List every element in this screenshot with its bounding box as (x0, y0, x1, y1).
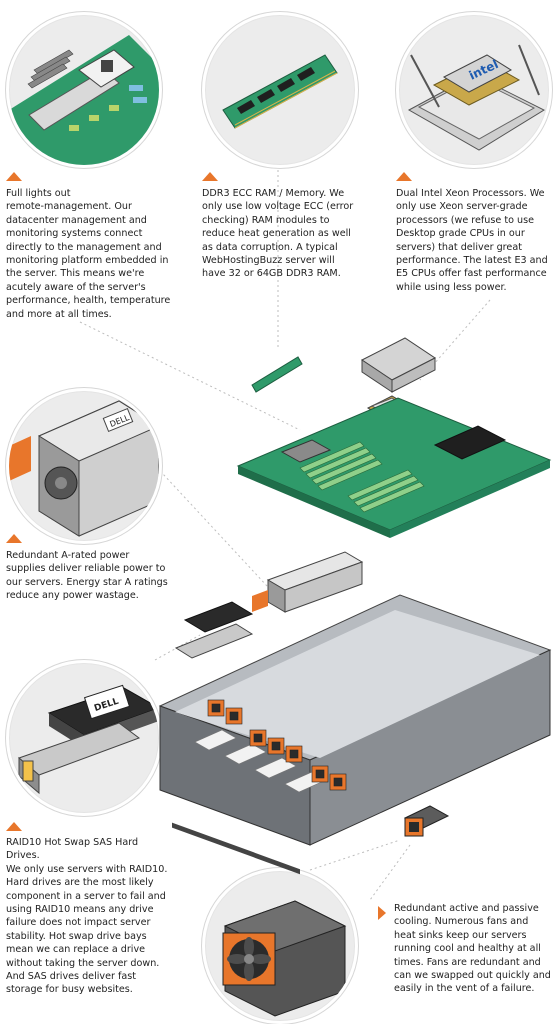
motherboard-detail-icon (9, 35, 159, 165)
cooling-illustration (202, 868, 358, 1024)
memory-caption: DDR3 ECC RAM / Memory. We only use low v… (202, 188, 354, 280)
cpu-heatsink (361, 337, 436, 393)
loose-ram-module (251, 356, 303, 393)
chassis-fan (285, 745, 303, 763)
power-supply-unit-1 (252, 551, 364, 613)
cpu-socket-icon: intel (407, 44, 546, 151)
remote-management-caption: Full lights out remote-management. Our d… (6, 188, 171, 320)
remote-management-marker (6, 172, 22, 181)
chassis-fan (311, 765, 329, 783)
cooling-marker (378, 906, 386, 920)
motherboard (236, 397, 552, 538)
server-exploded-assembly (158, 337, 552, 875)
cooling-fan-icon (222, 900, 347, 1017)
power-caption: Redundant A-rated power supplies deliver… (6, 550, 168, 602)
chassis-fan (207, 699, 225, 717)
chassis-fan (329, 773, 347, 791)
loose-fan (403, 805, 450, 837)
hard-drive-illustration: DELL (6, 660, 162, 816)
chassis-fan (225, 707, 243, 725)
processor-marker (396, 172, 412, 181)
fan-row (207, 699, 347, 791)
ram-module-icon (222, 54, 338, 129)
memory-marker (202, 172, 218, 181)
chassis-fan (267, 737, 285, 755)
server-chassis (158, 594, 552, 875)
loose-hard-drive (174, 601, 254, 659)
cooling-caption: Redundant active and passive cooling. Nu… (394, 903, 551, 995)
chassis-fan (249, 729, 267, 747)
power-supply-illustration: DELL (6, 388, 162, 544)
processor-caption: Dual Intel Xeon Processors. We only use … (396, 188, 548, 293)
processor-illustration: intel (396, 12, 552, 168)
remote-management-illustration (6, 12, 162, 168)
hard-drive-icon: DELL (18, 684, 159, 795)
storage-marker (6, 822, 22, 831)
power-supply-icon: DELL (9, 400, 159, 537)
power-marker (6, 534, 22, 543)
memory-illustration (202, 12, 358, 168)
storage-caption: RAID10 Hot Swap SAS Hard Drives. We only… (6, 837, 168, 996)
